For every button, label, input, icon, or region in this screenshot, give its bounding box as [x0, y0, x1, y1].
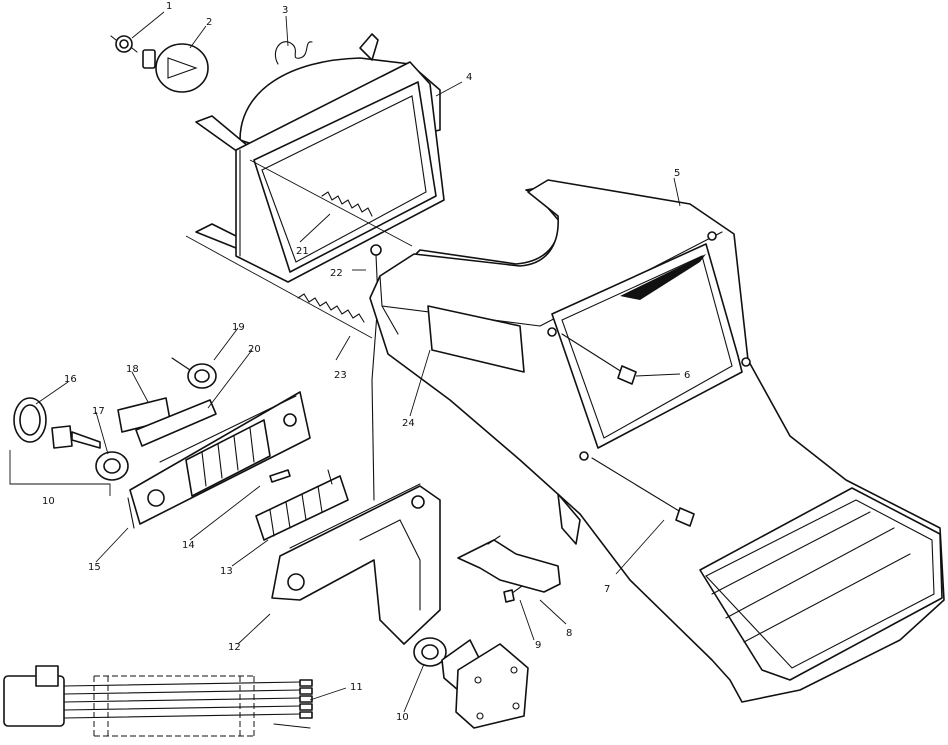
switch-nut-part: [95, 451, 129, 481]
callout-5: 5: [674, 168, 680, 179]
callout-1: 1: [166, 1, 172, 12]
callout-19: 19: [232, 322, 245, 333]
pin-part: [269, 469, 291, 483]
switch-block-part: [255, 469, 349, 541]
switch-panel-bracket-part: [127, 391, 311, 529]
callout-23: 23: [334, 370, 347, 381]
wire-clip-part: [274, 41, 313, 65]
callout-labels: 1 2 3 4 5 6 7 8 9 10 10 11 12 13 14 15 1…: [42, 1, 690, 723]
callout-12: 12: [228, 642, 241, 653]
callout-13: 13: [220, 566, 233, 577]
callout-14: 14: [182, 540, 195, 551]
group-bracket-10: [9, 450, 111, 496]
key-ring-part: [13, 397, 47, 443]
hood-panel-part: [369, 179, 945, 703]
callout-20: 20: [248, 344, 261, 355]
callout-6: 6: [684, 370, 690, 381]
callout-2: 2: [206, 17, 212, 28]
callout-10-switch: 10: [396, 712, 409, 723]
knob-part: [171, 357, 217, 389]
callout-10-group: 10: [42, 496, 55, 507]
headlight-bulb-part: [142, 43, 209, 93]
indicator-strip-part: [135, 399, 217, 447]
callout-24: 24: [402, 418, 415, 429]
callout-21: 21: [296, 246, 309, 257]
bulb-socket-part: [110, 35, 138, 53]
ignition-switch-part: [413, 637, 529, 729]
callout-8: 8: [566, 628, 572, 639]
callout-3: 3: [282, 5, 288, 16]
wiring-harness-part: [3, 665, 313, 737]
toggle-switch-part: [457, 535, 561, 593]
callout-22: 22: [330, 268, 343, 279]
screw-7-part: [591, 457, 695, 575]
upper-spring-part: [299, 191, 373, 243]
callout-leaders: [35, 11, 681, 713]
callout-16: 16: [64, 374, 77, 385]
ignition-key-part: [51, 425, 101, 449]
screw-22-part: [352, 244, 382, 501]
callout-9: 9: [535, 640, 541, 651]
callout-11: 11: [350, 682, 363, 693]
callout-18: 18: [126, 364, 139, 375]
callout-7: 7: [604, 584, 610, 595]
lower-bracket-part: [271, 483, 441, 645]
headlight-housing-part: [195, 33, 445, 283]
callout-15: 15: [88, 562, 101, 573]
screw-6-part: [561, 333, 637, 385]
screw-9-part: [503, 585, 523, 603]
callout-4: 4: [466, 72, 472, 83]
callout-17: 17: [92, 406, 105, 417]
lower-spring-part: [297, 293, 365, 361]
